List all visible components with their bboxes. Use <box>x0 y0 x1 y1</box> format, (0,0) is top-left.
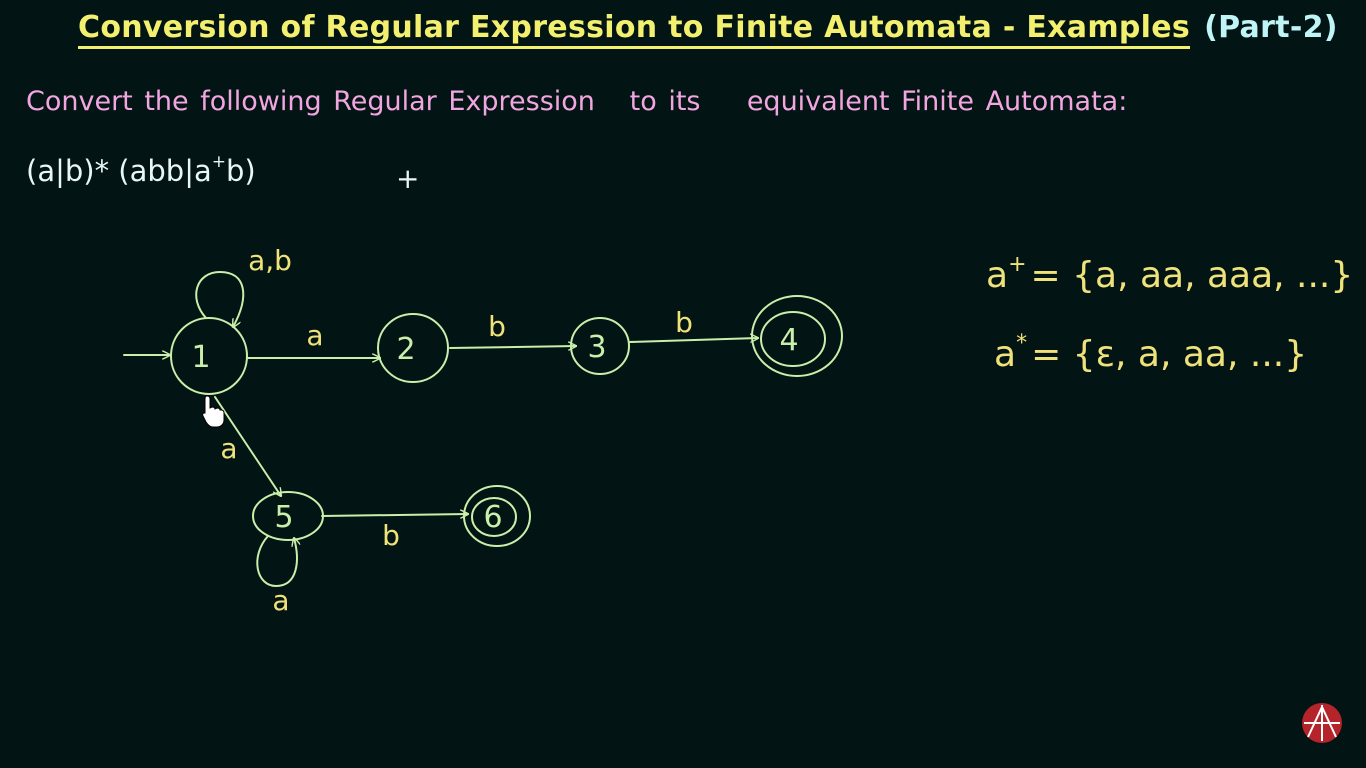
self-loop-state-1 <box>195 270 245 327</box>
state-circle-4-inner <box>760 311 826 367</box>
state-circle-4-outer <box>751 295 843 377</box>
state-label-6: 6 <box>483 500 502 535</box>
question-prompt: Convert the following Regular Expression… <box>26 86 1128 117</box>
logo-icon <box>1302 703 1342 743</box>
state-circle-6-inner <box>471 497 517 537</box>
page-title: Conversion of Regular Expression to Fini… <box>78 10 1338 49</box>
note-plus-set: = {a, aa, aaa, ...} <box>1031 255 1354 296</box>
regular-expression: (a|b)* (abb|a+b) <box>26 152 256 188</box>
edge-label-3-4: b <box>675 306 693 339</box>
state-label-4: 4 <box>779 323 798 358</box>
edge-label-1-5: a <box>220 432 237 465</box>
note-star-sup: * <box>1016 331 1027 356</box>
note-star: a*= {ε, a, aa, ...} <box>994 331 1307 375</box>
state-label-5: 5 <box>274 500 293 535</box>
edge-label-1-2: a <box>306 319 323 352</box>
edge-label-5-6: b <box>382 519 400 552</box>
edge-label-1-1: a,b <box>248 244 292 277</box>
title-part: (Part-2) <box>1204 10 1338 45</box>
note-star-lhs: a <box>994 334 1016 375</box>
self-loop-state-5 <box>256 535 297 588</box>
state-label-1: 1 <box>191 340 210 375</box>
state-circle-3 <box>570 317 630 375</box>
state-label-3: 3 <box>587 330 606 365</box>
hand-cursor-icon <box>202 395 225 428</box>
state-circle-1 <box>170 317 248 395</box>
regex-tail: b) <box>226 154 256 188</box>
note-plus-lhs: a <box>986 255 1008 296</box>
state-label-2: 2 <box>396 332 415 367</box>
regex-main: (a|b)* (abb|a <box>26 154 212 188</box>
edge-label-2-3: b <box>488 310 506 343</box>
edge-3-4 <box>629 338 758 343</box>
edge-1-5 <box>214 396 281 496</box>
note-star-set: = {ε, a, aa, ...} <box>1031 334 1307 375</box>
state-circle-5 <box>252 491 324 541</box>
edge-5-6 <box>321 514 469 516</box>
stray-plus-mark: + <box>396 162 419 195</box>
note-plus: a+= {a, aa, aaa, ...} <box>986 252 1353 296</box>
edge-label-5-5: a <box>272 584 289 617</box>
edge-2-3 <box>449 346 577 348</box>
state-circle-2 <box>377 313 449 383</box>
title-text: Conversion of Regular Expression to Fini… <box>78 10 1191 49</box>
regex-superscript: + <box>211 152 226 173</box>
note-plus-sup: + <box>1008 252 1026 277</box>
state-circle-6-outer <box>463 485 531 547</box>
